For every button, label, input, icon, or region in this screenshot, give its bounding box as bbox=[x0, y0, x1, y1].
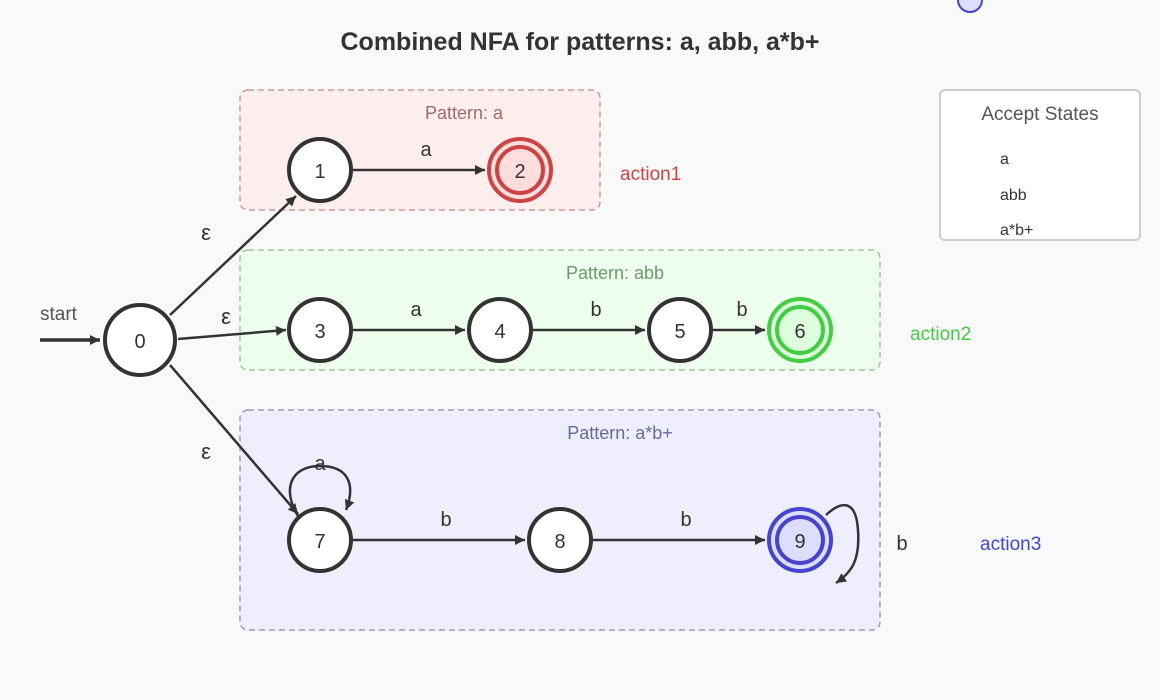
legend-item-a: a bbox=[1000, 151, 1009, 168]
state-5-label: 5 bbox=[674, 321, 685, 343]
group-box-pattern-abb bbox=[239, 249, 881, 371]
edge-label-7-8: b bbox=[440, 509, 451, 531]
state-9[interactable]: 9 bbox=[767, 507, 833, 573]
state-7[interactable]: 7 bbox=[287, 507, 353, 573]
transition-8-9: b bbox=[593, 509, 765, 545]
transition-0-3: ε bbox=[177, 304, 287, 341]
state-0-circle bbox=[103, 303, 177, 377]
state-0[interactable]: 0 bbox=[103, 303, 177, 377]
edge-label-1-2: a bbox=[420, 139, 432, 161]
legend-item-astarbplus: a*b+ bbox=[1000, 222, 1033, 239]
edge-9-9-loop bbox=[825, 503, 860, 585]
state-1-circle bbox=[287, 137, 353, 203]
state-7-circle bbox=[287, 507, 353, 573]
legend-dot-icon bbox=[957, 0, 983, 13]
transition-0-7: ε bbox=[169, 364, 299, 515]
state-3-circle bbox=[287, 297, 353, 363]
edge-0-1 bbox=[169, 195, 297, 316]
edge-label-8-9: b bbox=[680, 509, 691, 531]
transition-0-1: ε bbox=[169, 195, 297, 316]
edge-label-9-9: b bbox=[896, 533, 907, 555]
state-8-label: 8 bbox=[554, 531, 565, 553]
state-3[interactable]: 3 bbox=[287, 297, 353, 363]
legend: Accept States a abb a*b+ bbox=[939, 89, 1141, 241]
edge-0-7 bbox=[169, 364, 299, 515]
state-6[interactable]: 6 bbox=[767, 297, 833, 363]
edge-label-3-4: a bbox=[410, 299, 422, 321]
legend-box bbox=[939, 89, 1141, 241]
state-3-label: 3 bbox=[314, 321, 325, 343]
group-pattern-abb: Pattern: abb bbox=[239, 249, 881, 371]
edge-label-5-6: b bbox=[736, 299, 747, 321]
action-label-pattern-abb: action2 bbox=[910, 324, 971, 345]
edge-label-4-5: b bbox=[590, 299, 601, 321]
group-label-pattern-abb: Pattern: abb bbox=[566, 263, 664, 283]
state-4-label: 4 bbox=[494, 321, 505, 343]
edge-7-7-loop bbox=[288, 464, 355, 517]
edge-0-3 bbox=[177, 325, 287, 341]
state-9-label: 9 bbox=[794, 531, 805, 553]
edge-label-0-1: ε bbox=[201, 220, 211, 245]
state-0-label: 0 bbox=[134, 331, 145, 353]
edge-label-0-3: ε bbox=[221, 304, 231, 329]
state-8[interactable]: 8 bbox=[527, 507, 593, 573]
transition-3-4: a bbox=[353, 299, 465, 335]
state-6-inner-circle bbox=[775, 305, 825, 355]
group-label-pattern-astarbplus: Pattern: a*b+ bbox=[567, 423, 673, 443]
state-1[interactable]: 1 bbox=[287, 137, 353, 203]
state-9-inner-circle bbox=[775, 515, 825, 565]
group-label-pattern-a: Pattern: a bbox=[425, 103, 504, 123]
edge-label-7-7: a bbox=[314, 453, 326, 475]
action-label-pattern-a: action1 bbox=[620, 164, 681, 185]
transition-7-8: b bbox=[353, 509, 525, 545]
legend-title: Accept States bbox=[981, 104, 1098, 125]
diagram-title: Combined NFA for patterns: a, abb, a*b+ bbox=[341, 28, 820, 56]
state-5-circle bbox=[647, 297, 713, 363]
transition-7-7: a bbox=[288, 453, 355, 517]
legend-item-abb: abb bbox=[1000, 187, 1027, 204]
transition-4-5: b bbox=[533, 299, 645, 335]
state-1-label: 1 bbox=[314, 161, 325, 183]
action-label-pattern-astarbplus: action3 bbox=[980, 534, 1041, 555]
transition-9-9: b bbox=[825, 503, 908, 585]
edge-label-0-7: ε bbox=[201, 439, 211, 464]
state-2-label: 2 bbox=[514, 161, 525, 183]
state-4-circle bbox=[467, 297, 533, 363]
state-2-inner-circle bbox=[495, 145, 545, 195]
state-4[interactable]: 4 bbox=[467, 297, 533, 363]
state-2[interactable]: 2 bbox=[487, 137, 553, 203]
state-8-circle bbox=[527, 507, 593, 573]
start-label: start bbox=[40, 304, 78, 325]
state-5[interactable]: 5 bbox=[647, 297, 713, 363]
transition-1-2: a bbox=[353, 139, 485, 175]
state-6-label: 6 bbox=[794, 321, 805, 343]
state-7-label: 7 bbox=[314, 531, 325, 553]
transition-5-6: b bbox=[713, 299, 765, 335]
